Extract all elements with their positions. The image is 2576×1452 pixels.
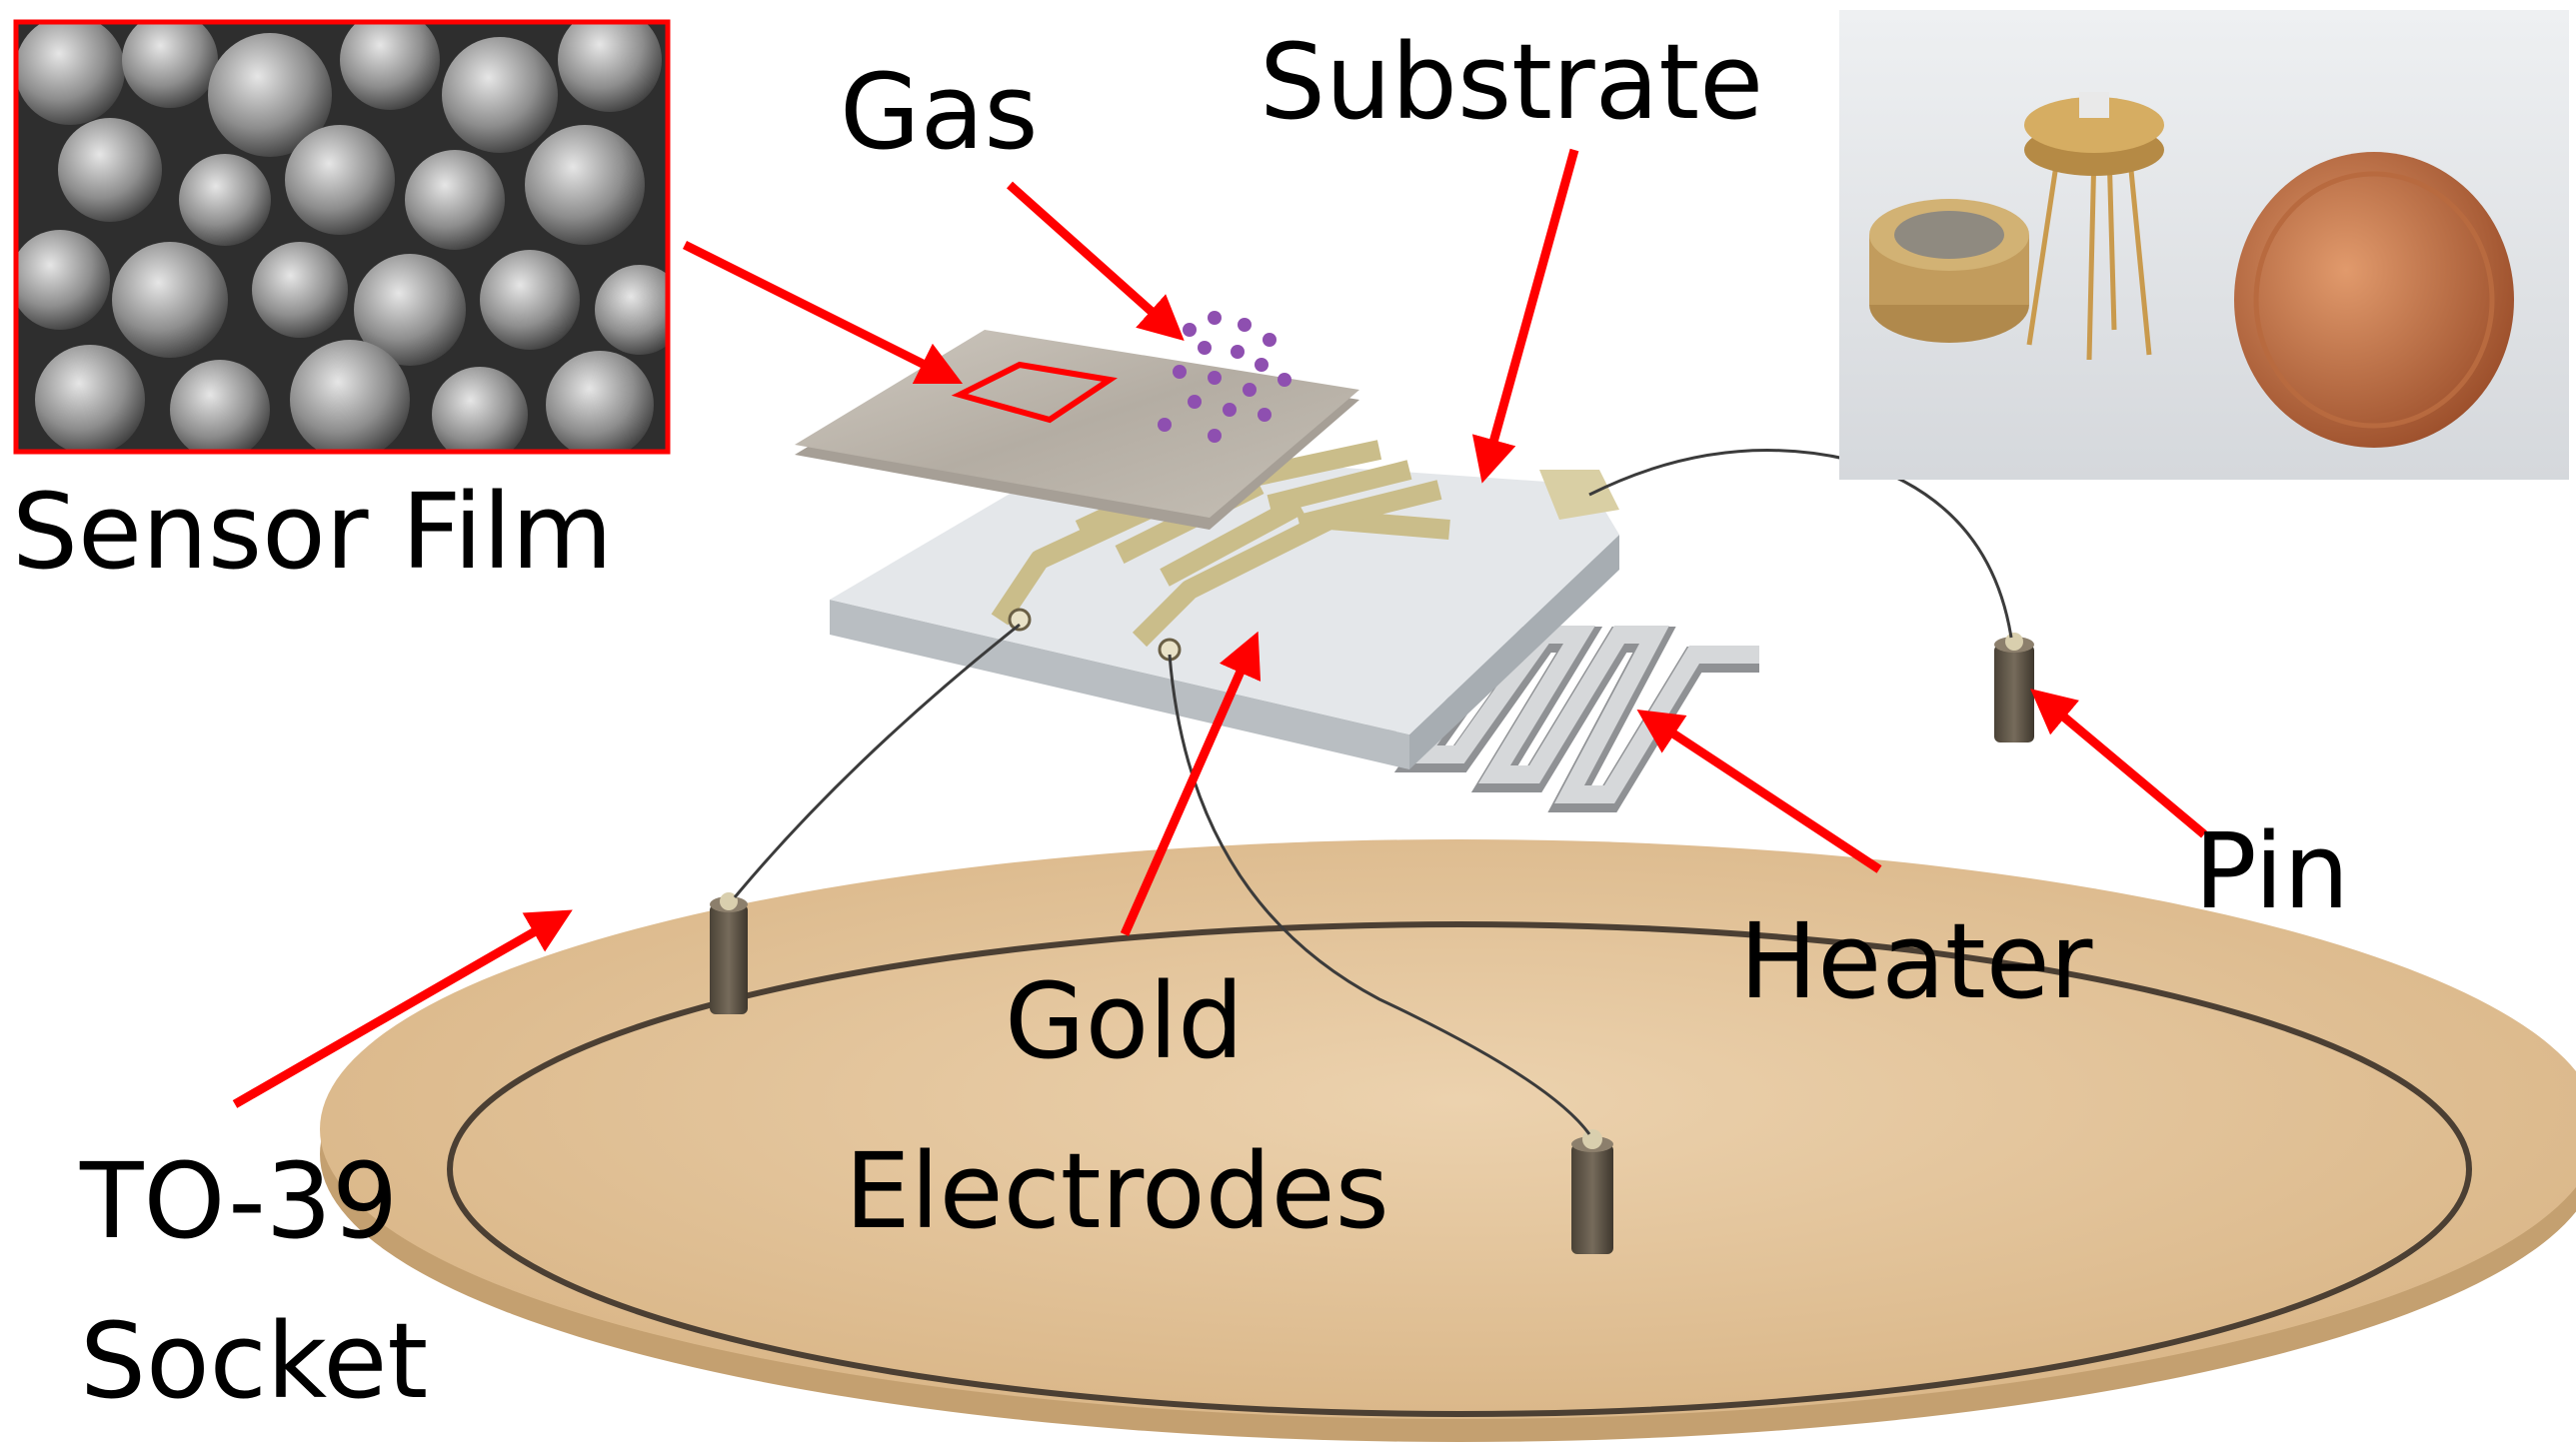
sem-micrograph-image (13, 19, 671, 455)
label-substrate: Substrate (1260, 21, 1764, 143)
arrows (232, 148, 2207, 1108)
arrow-gold-electrodes (1120, 631, 1262, 936)
gas-particles (1158, 311, 1291, 443)
pin-right (1994, 633, 2034, 742)
pins (710, 633, 2034, 1254)
arrow-socket (232, 909, 573, 1108)
arrow-gas (1007, 181, 1185, 341)
sensor-and-coin-photo (1839, 10, 2569, 480)
label-sensor-film: Sensor Film (12, 471, 613, 593)
arrow-sensor-film (682, 240, 964, 385)
label-pin: Pin (2194, 810, 2350, 932)
label-gas: Gas (840, 51, 1039, 173)
label-heater: Heater (1739, 900, 2093, 1022)
label-socket: Socket (80, 1300, 429, 1422)
to39-socket (320, 839, 2576, 1442)
arrow-substrate (1471, 148, 1579, 484)
label-electrodes: Electrodes (845, 1130, 1389, 1252)
arrow-pin (2030, 689, 2207, 838)
label-to39: TO-39 (80, 1140, 399, 1262)
pin-bottom (1571, 1129, 1613, 1254)
label-gold: Gold (1005, 960, 1245, 1082)
arrow-heater (1636, 710, 1882, 873)
pin-left (710, 892, 748, 1014)
